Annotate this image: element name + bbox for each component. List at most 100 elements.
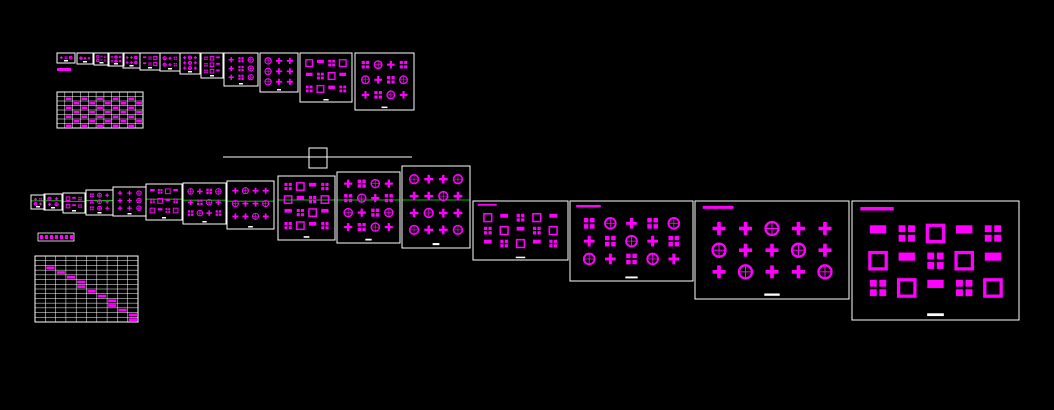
legend-frame [37,232,75,242]
symbol-bar [230,74,232,80]
symbol-square [308,208,318,218]
symbol-block [387,80,391,84]
symbol-block [332,63,335,67]
section-box[interactable] [308,147,328,169]
symbol-square [515,238,526,249]
symbol-bar [587,235,591,247]
sheet-frame[interactable] [30,194,46,210]
sheet-heading-bar [860,206,894,211]
sheet-frame[interactable] [182,182,227,225]
schedule-table-top[interactable] [56,91,144,129]
sheet-frame[interactable] [179,52,201,75]
symbol-bar [230,57,232,63]
sheet-frame[interactable] [223,52,259,87]
legend-swatch [50,235,53,239]
sheet-frame[interactable] [694,200,850,300]
sheet-frame[interactable] [76,52,94,65]
title-block-mark [764,293,780,296]
symbol-block [965,289,973,297]
table-cell-fill [118,308,127,312]
symbol-block [632,259,637,265]
symbol-block [371,208,375,212]
symbol-block [549,239,553,243]
symbol-block [148,62,150,64]
sheet-frame[interactable] [472,200,569,261]
symbol-block [173,201,176,204]
sheet-frame[interactable] [226,180,275,230]
sheet-frame[interactable] [336,171,401,244]
sheet-frame[interactable] [62,192,86,214]
symbol-bar [608,253,612,265]
sheet-frame[interactable] [93,52,110,66]
symbol-block [92,195,94,198]
symbol-block [317,76,320,80]
symbol-dash [984,252,1002,261]
symbol-bar [289,57,291,65]
symbol-square [532,213,542,223]
symbol-dash [100,59,103,61]
symbol-block [197,202,200,206]
table-cell-fill [104,111,111,114]
symbol-block [362,223,366,227]
sheet-frame[interactable] [851,200,1020,321]
schedule-table-bottom[interactable] [34,255,139,323]
symbol-block [204,69,206,71]
symbol-block [309,89,313,93]
sheet-group [145,183,183,221]
symbol-block [956,289,963,297]
symbol-block [206,56,208,58]
symbol-square [896,278,917,298]
table-cell-fill [112,115,119,118]
title-block-mark [64,60,68,62]
sheet-frame[interactable] [299,52,353,103]
sheet-frame[interactable] [569,200,694,282]
symbol-block [504,244,509,248]
sheet-frame[interactable] [200,52,224,79]
symbol-block [357,227,362,232]
sheet-frame[interactable] [107,52,125,67]
symbol-bar [234,213,237,220]
symbol-block [488,226,492,230]
symbol-block [308,200,313,204]
symbol-square [320,195,330,204]
sheet-frame[interactable] [259,52,299,93]
symbol-block [647,217,652,223]
title-block-mark [365,238,372,241]
symbol-block [378,91,382,95]
symbol-block [668,235,673,241]
symbol-bar [387,179,390,188]
symbol-dash [516,226,525,231]
symbol-bar [412,208,416,218]
symbol-bar [119,198,121,203]
symbol-block [64,56,66,58]
sheet-frame[interactable] [56,52,76,64]
symbol-square [283,195,293,204]
sheet-frame[interactable] [43,193,63,211]
symbol-bar [130,56,133,59]
symbol-block [361,60,365,65]
symbol-bar [84,56,86,60]
symbol-block [238,60,241,63]
symbol-bar [412,191,416,201]
symbol-dash [216,56,220,59]
sheet-frame[interactable] [354,52,415,111]
title-block-mark [515,256,526,259]
table-cell-fill [136,102,142,105]
sheet-group [694,200,850,300]
sheet-frame[interactable] [277,175,336,241]
symbol-block [64,57,66,60]
sheet-frame[interactable] [401,165,471,249]
symbol-block [391,80,395,84]
symbol-block [387,75,391,80]
sheet-frame[interactable] [145,183,183,221]
symbol-dash [956,225,973,234]
symbol-dash [173,188,178,192]
symbol-dash [143,56,147,58]
symbol-block [209,188,212,191]
title-block-mark [432,243,440,246]
title-block-mark [202,221,207,223]
symbol-block [215,213,218,216]
symbol-bar [128,190,131,196]
table-cell-fill [65,115,72,118]
symbol-bar [48,202,51,206]
